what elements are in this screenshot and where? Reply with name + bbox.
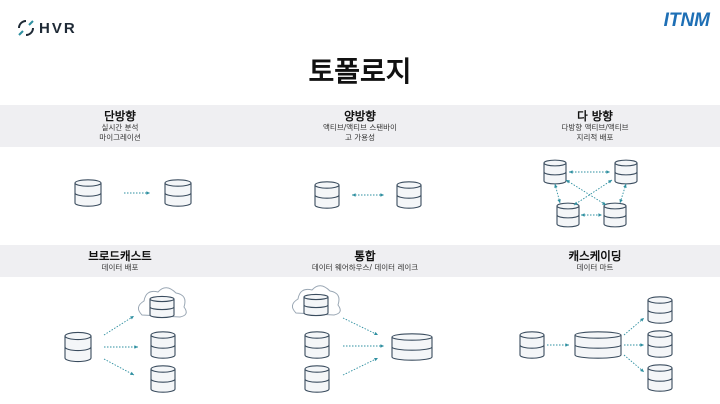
database-icon bbox=[603, 202, 627, 228]
dotted-arrow-icon bbox=[569, 170, 610, 174]
dotted-arrow-icon bbox=[104, 345, 138, 349]
database-icon bbox=[391, 333, 433, 361]
cell-subtitle: 데이터 웨어하우스/ 데이터 레이크 bbox=[311, 263, 419, 272]
cell-header-unidirectional: 단방향 실시간 분석 마이그레이션 bbox=[10, 109, 230, 143]
cell-title: 단방향 bbox=[104, 109, 136, 123]
cell-subtitle: 데이터 배포 bbox=[101, 263, 139, 272]
dotted-arrow-icon bbox=[103, 358, 135, 376]
dotted-arrow-icon bbox=[623, 317, 645, 336]
cell-subtitle: 다방향 액티브/액티브 bbox=[561, 123, 629, 132]
database-icon bbox=[396, 181, 422, 209]
cell-title: 통합 bbox=[354, 249, 376, 263]
dotted-arrow-icon bbox=[581, 213, 602, 217]
database-icon bbox=[574, 331, 622, 359]
dotted-arrow-icon bbox=[547, 343, 569, 347]
dotted-arrow-icon bbox=[342, 317, 379, 336]
database-icon bbox=[304, 365, 330, 393]
cell-subtitle: 지리적 배포 bbox=[576, 133, 614, 142]
database-icon bbox=[150, 365, 176, 393]
header-band-top bbox=[0, 105, 720, 147]
database-icon bbox=[543, 159, 567, 185]
database-icon bbox=[647, 364, 673, 392]
cell-title: 다 방향 bbox=[577, 109, 613, 123]
cell-title: 양방향 bbox=[344, 109, 376, 123]
hvr-logo: HVR bbox=[17, 19, 77, 37]
database-icon bbox=[64, 331, 92, 363]
cell-header-cascading: 캐스케이딩 데이터 마트 bbox=[485, 249, 705, 273]
dotted-arrow-icon bbox=[624, 343, 644, 347]
database-icon bbox=[164, 179, 192, 207]
database-icon bbox=[614, 159, 638, 185]
database-icon bbox=[647, 296, 673, 324]
hvr-logo-text: HVR bbox=[39, 19, 77, 37]
itnm-logo: ITNM bbox=[663, 10, 710, 31]
page-title: 토폴로지 bbox=[308, 55, 412, 88]
dotted-arrow-icon bbox=[343, 344, 384, 348]
cell-header-bidirectional: 양방향 액티브/액티브 스탠바이 고 가용성 bbox=[250, 109, 470, 143]
dotted-arrow-icon bbox=[103, 315, 135, 336]
dotted-arrow-icon bbox=[619, 183, 627, 204]
header-band-bottom bbox=[0, 245, 720, 277]
cell-header-consolidation: 통합 데이터 웨어하우스/ 데이터 레이크 bbox=[255, 249, 475, 273]
hvr-logo-icon bbox=[18, 20, 34, 36]
database-icon bbox=[150, 331, 176, 359]
database-icon bbox=[303, 293, 329, 317]
cell-subtitle: 액티브/액티브 스탠바이 bbox=[323, 123, 397, 132]
cell-header-multidirectional: 다 방향 다방향 액티브/액티브 지리적 배포 bbox=[485, 109, 705, 143]
database-icon bbox=[74, 179, 102, 207]
dotted-arrow-icon bbox=[554, 183, 561, 204]
cell-header-broadcast: 브로드캐스트 데이터 배포 bbox=[10, 249, 230, 273]
dotted-arrow-icon bbox=[342, 357, 379, 376]
dotted-arrow-icon bbox=[623, 354, 645, 373]
dotted-arrow-icon bbox=[352, 193, 384, 197]
dotted-arrow-icon bbox=[565, 179, 607, 206]
database-icon bbox=[556, 202, 580, 228]
database-icon bbox=[647, 330, 673, 358]
cell-subtitle: 데이터 마트 bbox=[576, 263, 614, 272]
dotted-arrow-icon bbox=[124, 191, 150, 195]
cell-subtitle: 마이그레이션 bbox=[99, 133, 141, 142]
cell-subtitle: 고 가용성 bbox=[345, 133, 375, 142]
cell-title: 브로드캐스트 bbox=[88, 249, 152, 263]
cell-title: 캐스케이딩 bbox=[568, 249, 622, 263]
database-icon bbox=[519, 331, 545, 359]
dotted-arrow-icon bbox=[573, 179, 613, 206]
database-icon bbox=[149, 295, 175, 319]
database-icon bbox=[304, 331, 330, 359]
database-icon bbox=[314, 181, 340, 209]
cell-subtitle: 실시간 분석 bbox=[101, 123, 139, 132]
